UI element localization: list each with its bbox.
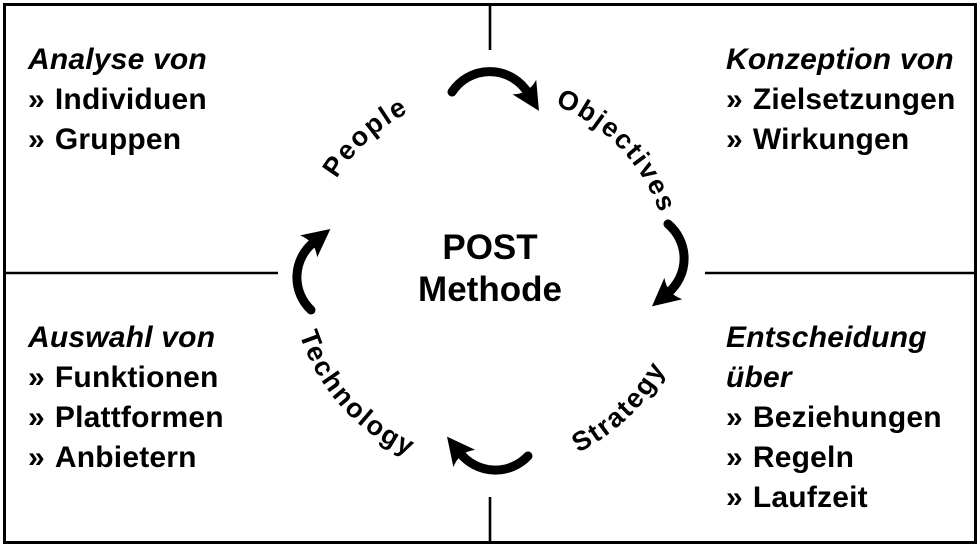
- center-label-line2: Methode: [418, 270, 562, 309]
- center-label: POST Methode: [380, 227, 600, 311]
- list-item-label: Beziehungen: [752, 401, 942, 434]
- cycle-arrows: [292, 67, 689, 475]
- quadrant-heading: Konzeption von: [726, 43, 954, 76]
- quadrant-top-right: Konzeption von » Zielsetzungen » Wirkungen: [726, 40, 976, 160]
- bullet-icon: »: [726, 441, 743, 474]
- list-item: » Plattformen: [28, 398, 278, 438]
- diagram-border: [3, 3, 977, 544]
- quadrant-heading: Auswahl von: [28, 321, 216, 354]
- quadrant-heading: Entscheidung über: [726, 321, 927, 394]
- bullet-icon: »: [28, 361, 45, 394]
- arrow-technology-to-people-icon: [292, 229, 331, 315]
- list-item-label: Regeln: [752, 441, 855, 474]
- list-item-label: Gruppen: [54, 123, 182, 156]
- bullet-icon: »: [726, 123, 743, 156]
- list-item: » Laufzeit: [726, 478, 976, 518]
- center-label-line1: POST: [442, 228, 538, 267]
- list-item: » Gruppen: [28, 120, 278, 160]
- list-item-label: Zielsetzungen: [752, 83, 956, 116]
- quadrant-top-left: Analyse von » Individuen » Gruppen: [28, 40, 278, 160]
- quadrant-bottom-left: Auswahl von » Funktionen » Plattformen » An…: [28, 318, 278, 478]
- bullet-icon: »: [726, 401, 743, 434]
- list-item: » Funktionen: [28, 358, 278, 398]
- bullet-icon: »: [28, 441, 45, 474]
- arrow-objectives-to-strategy-icon: [651, 219, 689, 307]
- bullet-icon: »: [28, 401, 45, 434]
- list-item: » Wirkungen: [726, 120, 976, 160]
- quadrant-bottom-right: Entscheidung über » Beziehungen » Regeln »…: [726, 318, 976, 518]
- list-item: » Individuen: [28, 80, 278, 120]
- list-item-label: Wirkungen: [752, 123, 910, 156]
- cycle-label-objectives: Objectives: [552, 83, 682, 217]
- list-item: » Zielsetzungen: [726, 80, 976, 120]
- arrow-strategy-to-technology-icon: [447, 436, 533, 475]
- bullet-icon: »: [726, 83, 743, 116]
- list-item-label: Plattformen: [54, 401, 224, 434]
- list-item: » Beziehungen: [726, 398, 976, 438]
- bullet-icon: »: [28, 83, 45, 116]
- list-item-label: Laufzeit: [752, 481, 868, 514]
- cycle-label-technology: Technology: [294, 326, 421, 462]
- quadrant-divider-lines: [6, 6, 974, 541]
- list-item: » Regeln: [726, 438, 976, 478]
- bullet-icon: »: [28, 123, 45, 156]
- list-item-label: Anbietern: [54, 441, 197, 474]
- quadrant-heading: Analyse von: [28, 43, 207, 76]
- cycle-label-strategy: Strategy: [567, 356, 672, 458]
- arrow-people-to-objectives-icon: [447, 67, 539, 111]
- cycle-label-people: People: [317, 91, 413, 182]
- list-item-label: Funktionen: [54, 361, 219, 394]
- list-item: » Anbietern: [28, 438, 278, 478]
- bullet-icon: »: [726, 481, 743, 514]
- list-item-label: Individuen: [54, 83, 207, 116]
